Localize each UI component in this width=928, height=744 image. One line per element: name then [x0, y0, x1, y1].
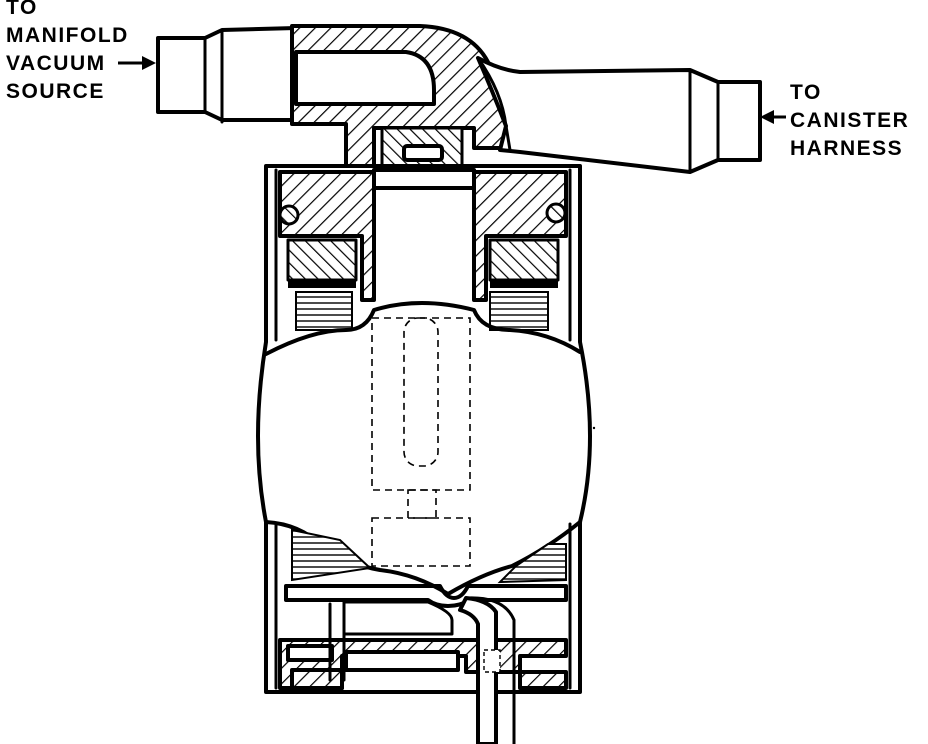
manifold-label-line-2: MANIFOLD [6, 24, 129, 47]
lower-diaphragm-plate [284, 584, 568, 636]
lower-housing [278, 638, 568, 690]
hidden-plunger [371, 317, 471, 567]
canister-outlet-tube [476, 56, 762, 174]
canister-body [256, 164, 592, 694]
manifold-label-line-1: TO [6, 0, 38, 19]
canister-arrow [760, 110, 786, 124]
canister-label-line-3: HARNESS [790, 137, 903, 160]
manifold-label-line-3: VACUUM [6, 52, 106, 75]
canister-label: TO CANISTER HARNESS [790, 81, 909, 160]
lower-posts [328, 602, 346, 682]
seal-rings [286, 238, 560, 288]
speck [592, 426, 596, 430]
upper-break-line [264, 301, 582, 356]
canister-label-line-1: TO [790, 81, 822, 104]
upper-filter-layers [295, 291, 549, 331]
manifold-label-line-4: SOURCE [6, 80, 105, 103]
lower-filter-layers [291, 528, 567, 584]
check-valve [372, 126, 476, 190]
manifold-arrow [118, 56, 156, 70]
o-rings [278, 202, 567, 226]
upper-inner-housing [278, 170, 568, 302]
manifold-label: TO MANIFOLD VACUUM SOURCE [6, 0, 129, 103]
bottom-outlet-pipe [458, 596, 516, 744]
canister-label-line-2: CANISTER [790, 109, 909, 132]
manifold-inlet-tube [156, 26, 298, 124]
